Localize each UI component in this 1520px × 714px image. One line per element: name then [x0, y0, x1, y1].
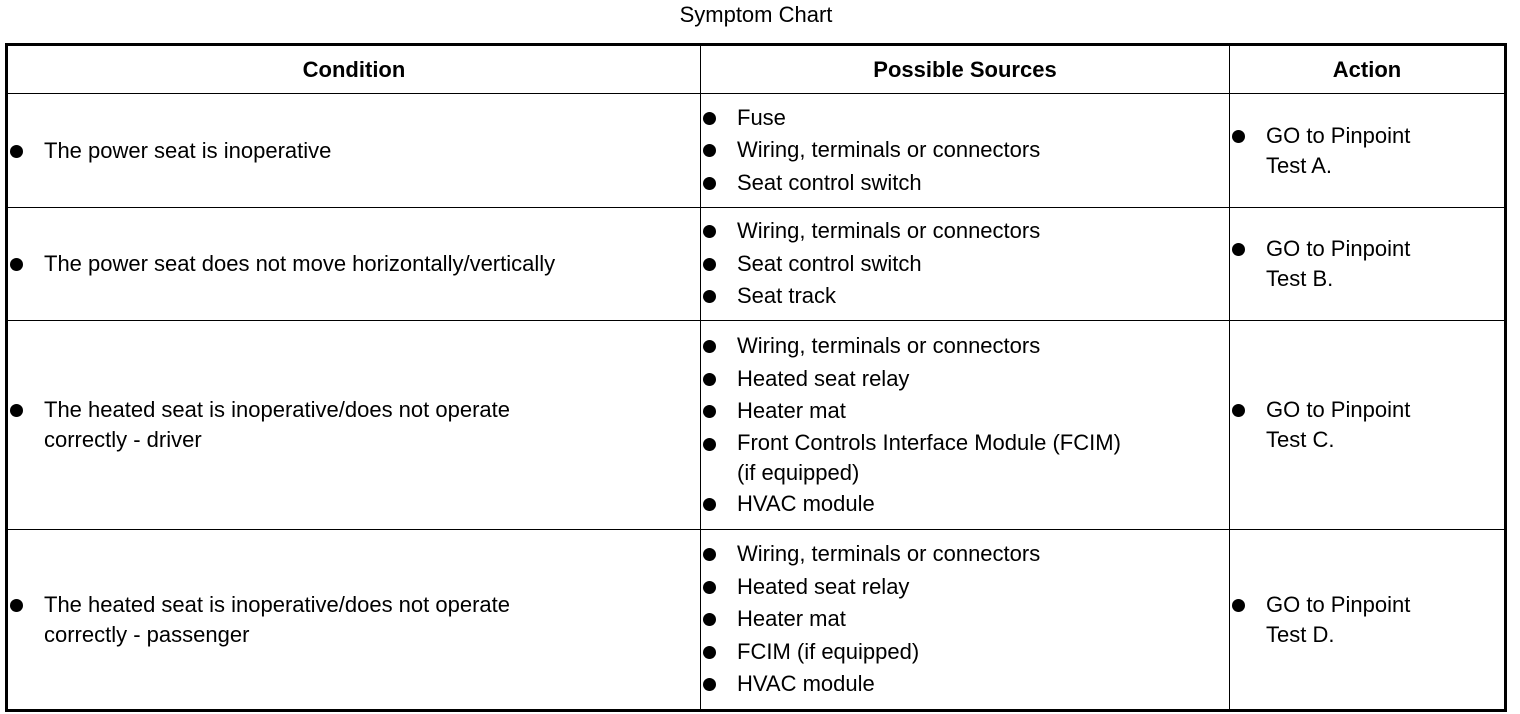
- header-condition: Condition: [6, 44, 701, 94]
- source-item: Wiring, terminals or connectors: [701, 134, 1229, 167]
- sources-list: Wiring, terminals or connectors Seat con…: [701, 215, 1229, 313]
- sources-cell: Wiring, terminals or connectors Seat con…: [700, 207, 1230, 321]
- source-item: Seat track: [701, 280, 1229, 313]
- condition-line: The heated seat is inoperative/does not …: [44, 591, 510, 617]
- source-item: Wiring, terminals or connectors: [701, 215, 1229, 248]
- action-line: GO to Pinpoint: [1266, 122, 1411, 148]
- table-header-row: Condition Possible Sources Action: [6, 44, 1506, 94]
- condition-text: The heated seat is inoperative/does not …: [8, 590, 700, 650]
- source-item: HVAC module: [701, 668, 1229, 701]
- condition-list: The heated seat is inoperative/does not …: [8, 395, 700, 455]
- action-line: GO to Pinpoint: [1266, 591, 1411, 617]
- sources-cell: Wiring, terminals or connectors Heated s…: [700, 529, 1230, 711]
- header-action: Action: [1229, 44, 1506, 94]
- action-line: Test C.: [1266, 427, 1335, 452]
- sources-list: Wiring, terminals or connectors Heated s…: [701, 538, 1229, 701]
- sources-cell: Wiring, terminals or connectors Heated s…: [700, 320, 1230, 530]
- action-line: Test A.: [1266, 152, 1333, 178]
- source-item: Wiring, terminals or connectors: [701, 330, 1229, 363]
- condition-text: The power seat is inoperative: [8, 136, 700, 166]
- table-row: The heated seat is inoperative/does not …: [6, 529, 1506, 711]
- source-item: Heated seat relay: [701, 363, 1229, 396]
- sources-cell: Fuse Wiring, terminals or connectors Sea…: [700, 93, 1230, 208]
- action-line: Test D.: [1266, 621, 1335, 647]
- source-line: Front Controls Interface Module (FCIM): [737, 429, 1121, 455]
- source-item: Seat control switch: [701, 167, 1229, 200]
- table-row: The heated seat is inoperative/does not …: [6, 320, 1506, 530]
- action-line: Test B.: [1266, 266, 1334, 291]
- source-item: Heated seat relay: [701, 571, 1229, 604]
- condition-list: The power seat does not move horizontall…: [8, 249, 700, 279]
- source-item: Fuse: [701, 102, 1229, 135]
- action-line: GO to Pinpoint: [1266, 236, 1411, 261]
- sources-list: Wiring, terminals or connectors Heated s…: [701, 330, 1229, 520]
- page-title: Symptom Chart: [679, 2, 833, 27]
- source-item: HVAC module: [701, 488, 1229, 521]
- condition-list: The heated seat is inoperative/does not …: [8, 590, 700, 650]
- condition-line: correctly - passenger: [44, 621, 250, 647]
- condition-cell: The power seat is inoperative: [6, 93, 701, 208]
- condition-line: correctly - driver: [44, 427, 202, 452]
- header-possible-sources: Possible Sources: [700, 44, 1230, 94]
- source-item: Front Controls Interface Module (FCIM) (i…: [701, 428, 1229, 488]
- source-item: Heater mat: [701, 395, 1229, 428]
- source-line: (if equipped): [737, 459, 860, 485]
- condition-text: The heated seat is inoperative/does not …: [8, 395, 700, 455]
- condition-cell: The power seat does not move horizontall…: [6, 207, 701, 321]
- action-line: GO to Pinpoint: [1266, 397, 1411, 422]
- source-item: Heater mat: [701, 603, 1229, 636]
- table-row: The power seat does not move horizontall…: [6, 207, 1506, 321]
- table-row: The power seat is inoperative Fuse Wirin…: [6, 93, 1506, 208]
- condition-cell: The heated seat is inoperative/does not …: [6, 320, 701, 530]
- condition-cell: The heated seat is inoperative/does not …: [6, 529, 701, 711]
- condition-line: The heated seat is inoperative/does not …: [44, 397, 510, 422]
- source-item: FCIM (if equipped): [701, 636, 1229, 669]
- source-item: Wiring, terminals or connectors: [701, 538, 1229, 571]
- sources-list: Fuse Wiring, terminals or connectors Sea…: [701, 102, 1229, 200]
- condition-text: The power seat does not move horizontall…: [8, 249, 700, 279]
- symptom-table: Condition Possible Sources Action The po…: [5, 43, 1507, 712]
- condition-list: The power seat is inoperative: [8, 136, 700, 166]
- source-item: Seat control switch: [701, 248, 1229, 281]
